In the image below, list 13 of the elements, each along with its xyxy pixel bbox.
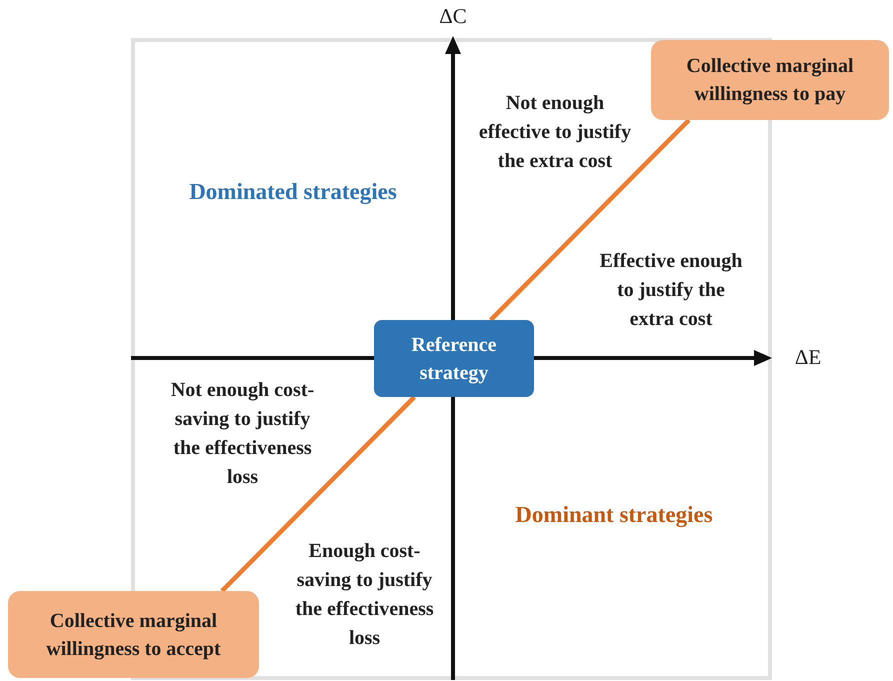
region-label: Dominant strategies — [514, 501, 714, 529]
axis-label: ΔC — [438, 3, 468, 30]
quadrant-note: Not enough cost-saving to justify the effectiveness loss — [170, 378, 316, 490]
threshold-box: Collective marginal willingness to pay — [651, 40, 889, 120]
willingness-line — [220, 395, 416, 593]
reference-box: Reference strategy — [374, 320, 534, 397]
quadrant-note: Not enough effective to justify the extra cost — [478, 91, 632, 174]
threshold-box: Collective marginal willingness to accept — [8, 591, 259, 678]
quadrant-note: Effective enough to justify the extra cost — [598, 249, 744, 332]
region-label: Dominated strategies — [188, 178, 398, 206]
axis-label: ΔE — [794, 344, 822, 371]
quadrant-note: Enough cost-saving to justify the effectiveness loss — [294, 539, 435, 651]
willingness-line — [489, 118, 691, 322]
